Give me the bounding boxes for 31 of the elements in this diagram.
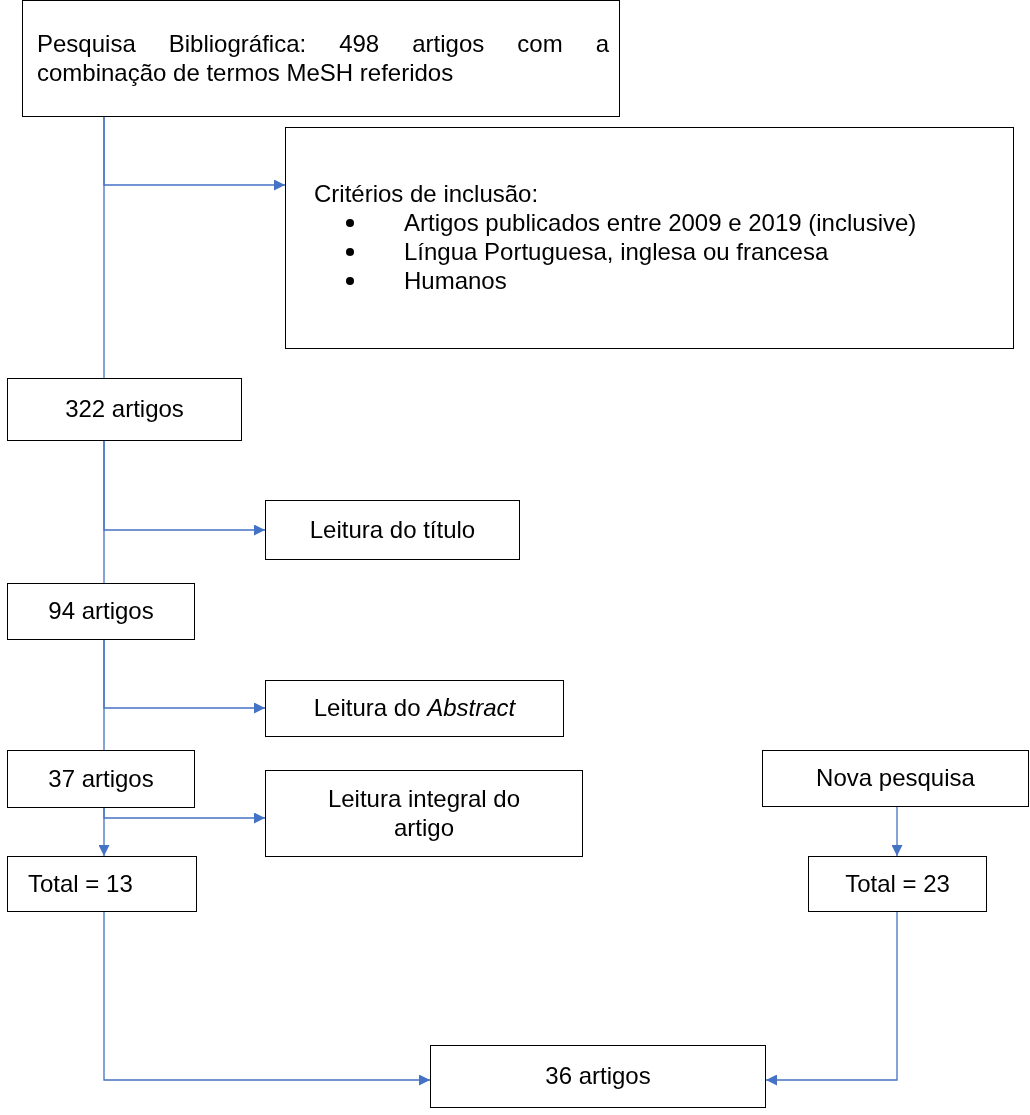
box-label: Total = 13: [28, 869, 133, 899]
arrow: [765, 911, 898, 1086]
process-box: [22, 0, 620, 117]
criteria-box: [285, 127, 1014, 349]
process-box: [7, 750, 195, 808]
list-heading: Critérios de inclusão:: [313, 180, 540, 210]
process-box: [808, 856, 987, 912]
list-item: Língua Portuguesa, inglesa ou francesa: [404, 238, 830, 267]
process-box: [7, 378, 242, 441]
box-label: Leitura integral do artigo: [326, 784, 522, 843]
list-item: Artigos publicados entre 2009 e 2019 (inclusive): [404, 209, 918, 238]
arrow: [891, 806, 903, 857]
process-box: [762, 750, 1029, 807]
arrow: [103, 911, 431, 1086]
box-label: Leitura do Abstract: [313, 694, 516, 723]
process-box: [7, 583, 195, 640]
process-box: [265, 770, 583, 857]
arrow: [98, 807, 110, 857]
box-label: 94 artigos: [48, 597, 154, 626]
box-label: Leitura do título: [309, 515, 476, 545]
process-box: [265, 500, 520, 560]
box-label: Nova pesquisa: [816, 764, 975, 793]
box-label: 322 artigos: [65, 395, 184, 424]
box-label: 36 artigos: [545, 1062, 651, 1091]
box-label: Pesquisa Bibliográfica: 498 artigos com a combinação de termos MeSH referidos: [36, 29, 610, 88]
process-box: [430, 1045, 766, 1108]
list-item: Humanos: [404, 266, 508, 296]
process-box: [7, 856, 197, 912]
box-label: 37 artigos: [48, 764, 154, 794]
box-label: Total = 23: [845, 869, 950, 899]
process-box: [265, 680, 564, 737]
